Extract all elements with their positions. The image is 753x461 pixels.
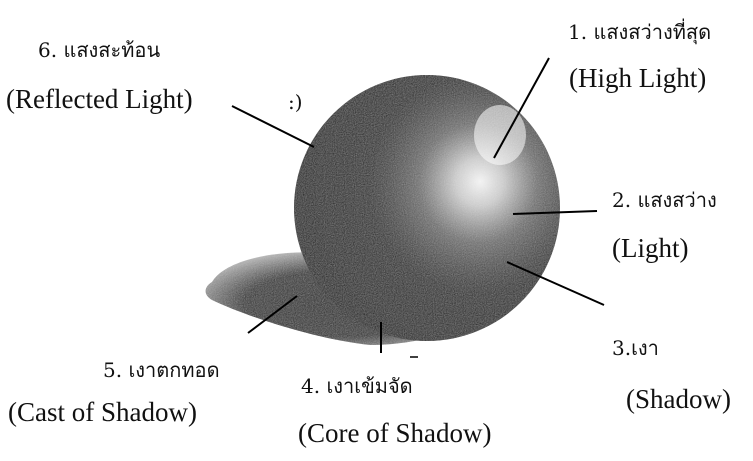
label-cast-shadow-thai: 5. เงาตกทอด bbox=[103, 360, 220, 380]
label-reflected-light-thai: 6. แสงสะท้อน bbox=[38, 40, 160, 60]
sphere-body bbox=[294, 75, 560, 341]
label-core-shadow-eng: (Core of Shadow) bbox=[298, 420, 491, 447]
label-high-light-eng: (High Light) bbox=[569, 65, 706, 92]
label-light-eng: (Light) bbox=[612, 235, 688, 262]
label-shadow-eng: (Shadow) bbox=[626, 386, 731, 413]
label-light-thai: 2. แสงสว่าง bbox=[612, 190, 717, 210]
label-shadow-thai: 3.เงา bbox=[612, 338, 659, 358]
label-cast-shadow-eng: (Cast of Shadow) bbox=[8, 399, 197, 426]
label-reflected-light-eng: (Reflected Light) bbox=[6, 86, 193, 113]
label-high-light-thai: 1. แสงสว่างที่สุด bbox=[568, 22, 711, 42]
label-core-shadow-thai: 4. เงาเข้มจัด bbox=[301, 376, 413, 396]
stray-mark: :) bbox=[288, 92, 303, 112]
